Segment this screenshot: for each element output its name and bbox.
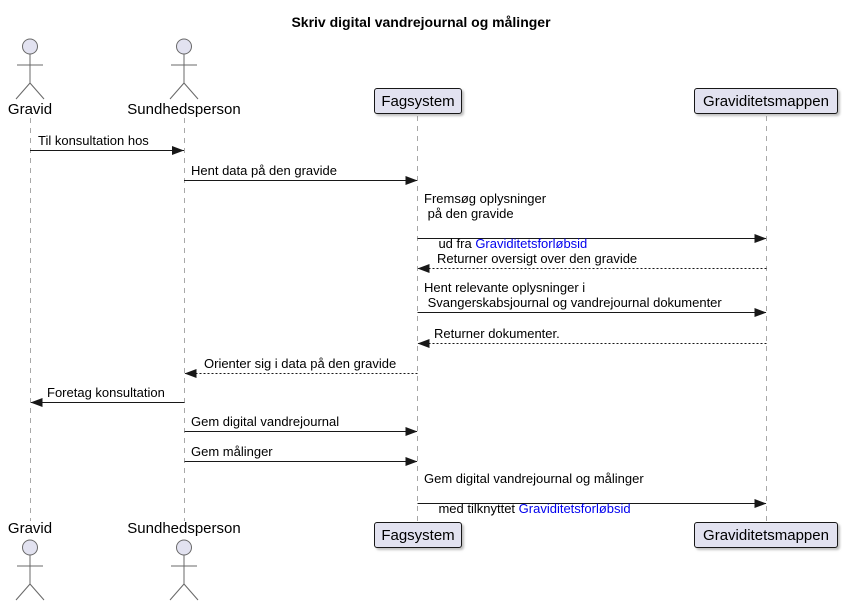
message-arrow-8 (30, 398, 185, 407)
graviditetsforloebsid-link[interactable]: Graviditetsforløbsid (475, 236, 588, 251)
actor-label-gravid-top: Gravid (7, 101, 53, 118)
message-arrow-2 (184, 176, 418, 185)
participant-box-fagsystem-top: Fagsystem (374, 88, 462, 114)
message-label-11-link-prefix: med tilknyttet (438, 501, 519, 516)
message-label-7: Orienter sig i data på den gravide (204, 356, 397, 371)
message-label-6: Returner dokumenter. (434, 326, 560, 341)
message-arrow-11 (417, 499, 767, 508)
graviditetsforloebsid-link-2[interactable]: Graviditetsforløbsid (518, 501, 631, 516)
message-label-3-line-2: på den gravide (424, 206, 514, 221)
message-label-8: Foretag konsultation (47, 385, 165, 400)
actor-label-sundhedsperson-bottom: Sundhedsperson (127, 520, 241, 537)
message-label-5-line-1: Hent relevante oplysninger i (424, 280, 586, 295)
actor-figure-sundhedsperson-bottom (169, 539, 199, 601)
message-arrow-3 (417, 234, 767, 243)
message-label-5-line-2: Svangerskabsjournal og vandrejournal dok… (424, 295, 722, 310)
participant-box-graviditetsmappen-bottom: Graviditetsmappen (694, 522, 838, 548)
actor-label-gravid-bottom: Gravid (7, 520, 53, 537)
message-arrow-6 (417, 339, 767, 348)
message-arrow-10 (184, 457, 418, 466)
message-label-2: Hent data på den gravide (191, 163, 337, 178)
participant-label-fagsystem-bottom: Fagsystem (381, 526, 455, 544)
message-label-1: Til konsultation hos (38, 133, 149, 148)
actor-figure-gravid-top (15, 38, 45, 100)
message-label-3-line-3: ud fra Graviditetsforløbsid (424, 221, 587, 266)
message-arrow-7 (184, 369, 418, 378)
message-label-11-line-2: med tilknyttet Graviditetsforløbsid (424, 486, 631, 531)
message-arrow-1 (30, 146, 184, 155)
message-label-4: Returner oversigt over den gravide (437, 251, 638, 266)
message-arrow-9 (184, 427, 418, 436)
participant-label-graviditetsmappen-top: Graviditetsmappen (703, 92, 829, 110)
diagram-title: Skriv digital vandrejournal og målinger (291, 14, 551, 30)
participant-label-graviditetsmappen-bottom: Graviditetsmappen (703, 526, 829, 544)
message-label-3-link-prefix: ud fra (438, 236, 476, 251)
participant-label-fagsystem-top: Fagsystem (381, 92, 455, 110)
participant-box-graviditetsmappen-top: Graviditetsmappen (694, 88, 838, 114)
message-label-10: Gem målinger (191, 444, 273, 459)
message-label-3-line-1: Fremsøg oplysninger (424, 191, 547, 206)
message-label-9: Gem digital vandrejournal (191, 414, 340, 429)
message-label-11-line-1: Gem digital vandrejournal og målinger (424, 471, 644, 486)
message-arrow-5 (417, 308, 767, 317)
actor-figure-sundhedsperson-top (169, 38, 199, 100)
message-arrow-4 (417, 264, 767, 273)
actor-figure-gravid-bottom (15, 539, 45, 601)
actor-label-sundhedsperson-top: Sundhedsperson (127, 101, 241, 118)
participant-box-fagsystem-bottom: Fagsystem (374, 522, 462, 548)
